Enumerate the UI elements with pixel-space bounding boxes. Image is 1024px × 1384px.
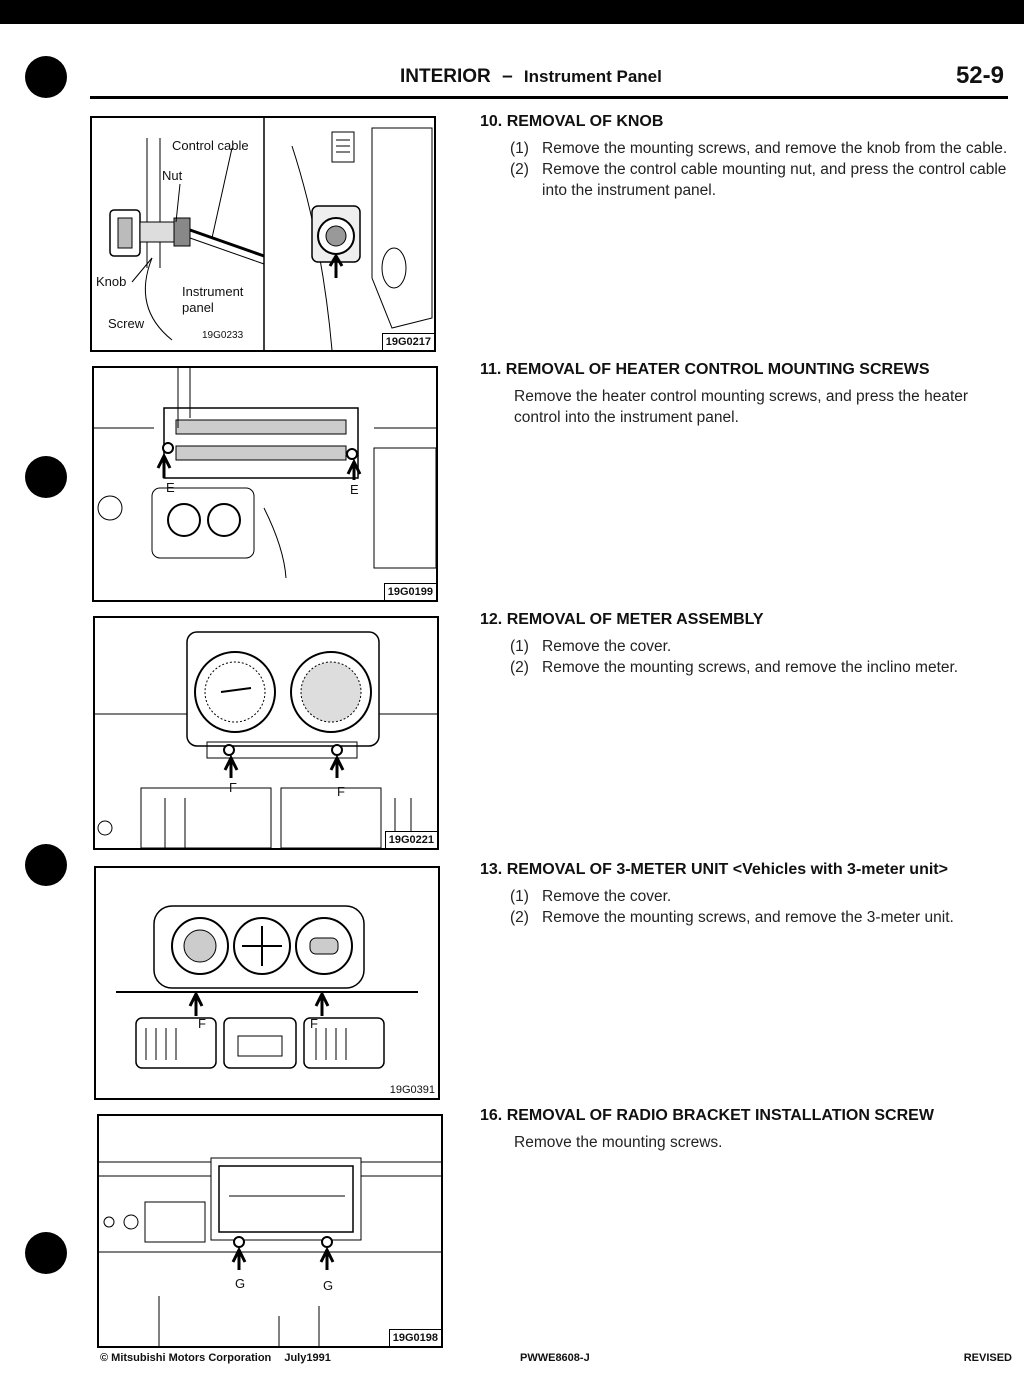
step-text: Remove the cover. xyxy=(542,888,672,905)
copyright-text: © Mitsubishi Motors Corporation xyxy=(100,1352,272,1364)
step-item: (1) Remove the cover. xyxy=(480,636,1015,657)
label-f-right: F xyxy=(337,784,345,799)
label-e-right: E xyxy=(350,482,359,497)
step-item: (2) Remove the control cable mounting nut… xyxy=(480,159,1015,201)
section-removal-of-heater-control-screws: 11. REMOVAL OF HEATER CONTROL MOUNTING S… xyxy=(480,360,1015,428)
figure-meter-assembly: F F 19G0221 xyxy=(93,616,439,850)
step-number: (2) xyxy=(510,161,529,178)
step-item: (2) Remove the mounting screws, and remov… xyxy=(480,907,1015,928)
scan-top-border xyxy=(0,0,1024,24)
label-instrument: Instrument xyxy=(182,284,244,299)
step-list: (1) Remove the cover. (2) Remove the mount… xyxy=(480,886,1015,928)
publication-date: July1991 xyxy=(284,1352,331,1364)
label-g-left: G xyxy=(235,1276,246,1291)
step-number: (2) xyxy=(510,909,529,926)
label-f-left: F xyxy=(229,780,237,795)
section-body: Remove the mounting screws. xyxy=(514,1134,723,1151)
page-number: 52-9 xyxy=(955,62,1004,89)
section-removal-of-3-meter-unit: 13. REMOVAL OF 3-METER UNIT <Vehicles wi… xyxy=(480,860,1015,928)
figure-radio-bracket: G G 19G0198 xyxy=(97,1114,443,1348)
binder-hole xyxy=(25,456,67,498)
label-control-cable: Control cable xyxy=(172,138,249,153)
label-f-left: F xyxy=(198,1016,206,1031)
figure-code: 19G0391 xyxy=(386,1082,438,1098)
label-panel: panel xyxy=(182,300,214,315)
section-title: 10. REMOVAL OF KNOB xyxy=(480,113,664,130)
figure-knob-removal: Control cable Nut Knob Instrument panel … xyxy=(90,116,436,352)
step-item: (1) Remove the cover. xyxy=(480,886,1015,907)
label-f-right: F xyxy=(310,1016,318,1031)
step-list: (1) Remove the cover. (2) Remove the mount… xyxy=(480,636,1015,678)
step-number: (1) xyxy=(510,638,529,655)
step-text: Remove the mounting screws, and remove t… xyxy=(542,659,959,676)
section-removal-of-radio-bracket-screw: 16. REMOVAL OF RADIO BRACKET INSTALLATIO… xyxy=(480,1106,1015,1153)
step-text: Remove the cover. xyxy=(542,638,672,655)
figure-code: 19G0221 xyxy=(384,831,437,848)
section-title: 13. REMOVAL OF 3-METER UNIT <Vehicles wi… xyxy=(480,861,948,878)
heater-control-illustration xyxy=(94,368,436,579)
section-title: 11. REMOVAL OF HEATER CONTROL MOUNTING S… xyxy=(480,361,930,378)
header-section: INTERIOR xyxy=(400,66,491,87)
binder-hole xyxy=(25,844,67,886)
header-subsection: Instrument Panel xyxy=(523,67,662,86)
step-number: (1) xyxy=(510,888,529,905)
footer-status: REVISED xyxy=(963,1352,1012,1364)
header-title: INTERIOR – Instrument Panel xyxy=(400,66,662,88)
label-g-right: G xyxy=(323,1278,334,1293)
section-removal-of-knob: 10. REMOVAL OF KNOB (1) Remove the mounti… xyxy=(480,112,1015,201)
step-item: (1) Remove the mounting screws, and remov… xyxy=(480,138,1015,159)
meter-assembly-illustration xyxy=(95,631,437,848)
binder-hole xyxy=(25,1232,67,1274)
binder-hole xyxy=(25,56,67,98)
knob-illustration xyxy=(109,118,433,350)
step-text: Remove the control cable mounting nut, a… xyxy=(542,161,1007,199)
header-dash: – xyxy=(502,66,513,87)
figure-heater-control: E E 19G0199 xyxy=(92,366,438,602)
label-e-left: E xyxy=(166,480,175,495)
page-header: INTERIOR – Instrument Panel 52-9 xyxy=(90,62,1008,99)
step-text: Remove the mounting screws, and remove t… xyxy=(542,909,954,926)
step-number: (2) xyxy=(510,659,529,676)
section-title: 12. REMOVAL OF METER ASSEMBLY xyxy=(480,611,764,628)
step-text: Remove the mounting screws, and remove t… xyxy=(542,140,1008,157)
figure-code: 19G0199 xyxy=(383,583,436,600)
inset-figure-code: 19G0233 xyxy=(202,330,244,341)
step-item: (2) Remove the mounting screws, and remov… xyxy=(480,657,1015,678)
label-screw: Screw xyxy=(108,316,145,331)
section-removal-of-meter-assembly: 12. REMOVAL OF METER ASSEMBLY (1) Remove … xyxy=(480,610,1015,678)
section-title: 16. REMOVAL OF RADIO BRACKET INSTALLATIO… xyxy=(480,1107,934,1124)
3-meter-unit-illustration xyxy=(116,905,418,1069)
figure-3-meter-unit: F F 19G0391 xyxy=(94,866,440,1100)
step-list: (1) Remove the mounting screws, and remov… xyxy=(480,138,1015,201)
footer-doc-code: PWWE8608-J xyxy=(520,1352,590,1364)
figure-code: 19G0217 xyxy=(381,333,434,350)
section-body: Remove the heater control mounting screw… xyxy=(514,388,969,426)
radio-bracket-illustration xyxy=(99,1157,441,1346)
label-nut: Nut xyxy=(162,168,183,183)
figure-code: 19G0198 xyxy=(388,1329,441,1346)
footer-copyright: © Mitsubishi Motors Corporation July1991 xyxy=(100,1352,331,1364)
step-number: (1) xyxy=(510,140,529,157)
label-knob: Knob xyxy=(96,274,127,289)
